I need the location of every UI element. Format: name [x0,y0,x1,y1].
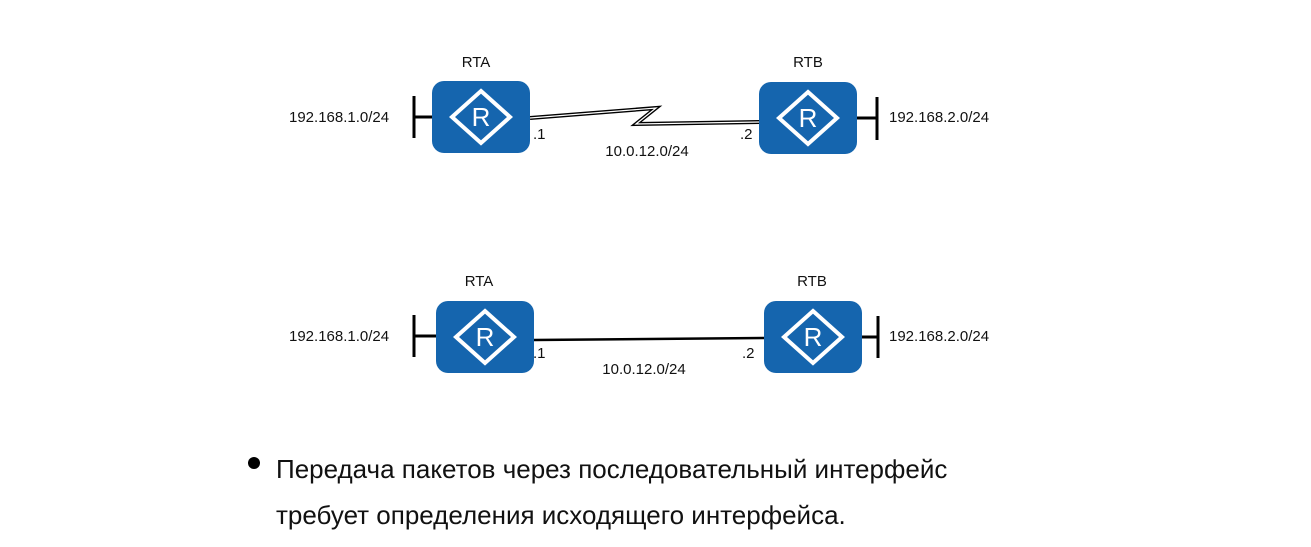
router-rta[interactable]: R [432,81,530,153]
interface-ip-left: .1 [533,345,546,362]
bullet-text: Передача пакетов через последовательный … [276,454,948,530]
bullet-icon [248,457,260,469]
diagram-serial: 192.168.1.0/24 R RTA .1 R RTB .2 [289,54,989,160]
svg-text:R: R [799,103,818,133]
router-name-rta: RTA [462,54,491,71]
lan-label-right: 192.168.2.0/24 [889,109,989,126]
router-icon: R [453,308,517,366]
serial-link-icon [529,105,761,127]
router-body [432,81,530,153]
router-rtb[interactable]: R [764,301,862,373]
router-name-rta: RTA [465,273,494,290]
svg-text:R: R [804,322,823,352]
interface-ip-right: .2 [742,345,755,362]
interface-ip-right: .2 [740,126,753,143]
ethernet-link [533,336,765,342]
router-body [764,301,862,373]
router-icon: R [781,308,845,366]
svg-text:R: R [476,322,495,352]
router-rta[interactable]: R [436,301,534,373]
bullet-item: Передача пакетов через последовательный … [248,446,1036,538]
lan-label-left: 192.168.1.0/24 [289,109,389,126]
router-body [436,301,534,373]
link-network-label: 10.0.12.0/24 [605,143,688,160]
router-icon: R [449,88,513,146]
lan-label-right: 192.168.2.0/24 [889,328,989,345]
router-icon: R [776,89,840,147]
lan-label-left: 192.168.1.0/24 [289,328,389,345]
router-name-rtb: RTB [793,54,823,71]
link-network-label: 10.0.12.0/24 [602,361,685,378]
interface-ip-left: .1 [533,126,546,143]
router-body [759,82,857,154]
bullet-list: Передача пакетов через последовательный … [248,446,1036,538]
diagram-ethernet: 192.168.1.0/24 R RTA .1 R RTB .2 192.168… [289,273,989,378]
svg-text:R: R [472,102,491,132]
router-name-rtb: RTB [797,273,827,290]
router-rtb[interactable]: R [759,82,857,154]
